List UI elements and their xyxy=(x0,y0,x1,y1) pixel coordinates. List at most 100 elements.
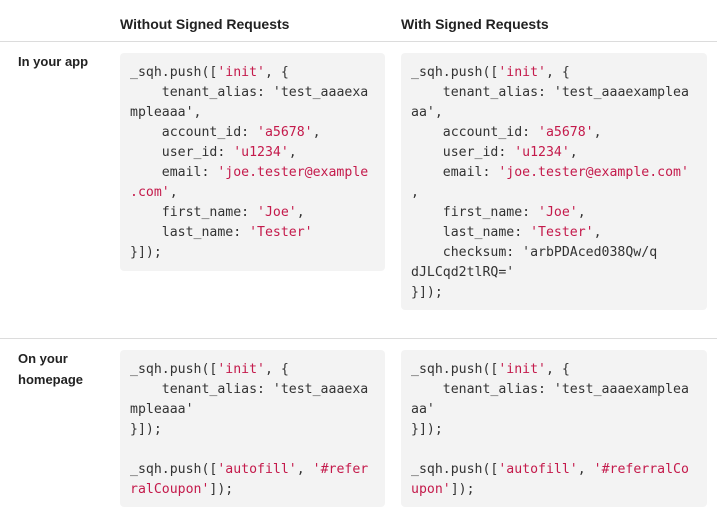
code-string-token: 'init' xyxy=(498,362,546,377)
code-line xyxy=(411,440,697,460)
code-line: upon']); xyxy=(411,480,697,500)
code-token: last_name: xyxy=(411,225,531,240)
code-token: ]); xyxy=(209,482,234,497)
code-line: }]); xyxy=(130,420,375,440)
code-token: first_name: xyxy=(411,205,539,220)
code-token: email: xyxy=(130,165,218,180)
code-token: first_name: xyxy=(130,205,258,220)
code-string-token: 'Joe' xyxy=(538,205,578,220)
code-token: , xyxy=(288,145,297,160)
code-token: }]); xyxy=(130,422,162,437)
code-block-app-with-signed: _sqh.push(['init', { tenant_alias: 'test… xyxy=(401,53,707,310)
code-token: }]); xyxy=(411,285,443,300)
code-string-token: 'init' xyxy=(217,362,265,377)
code-line: tenant_alias: 'test_aaaexamplea xyxy=(411,83,697,103)
code-line: ralCoupon']); xyxy=(130,480,375,500)
code-line: aa', xyxy=(411,103,697,123)
code-string-token: .com' xyxy=(130,185,170,200)
code-string-token: 'Tester' xyxy=(249,225,313,240)
code-string-token: ralCoupon' xyxy=(130,482,210,497)
code-token: , xyxy=(577,205,586,220)
code-token: dJLCqd2tlRQ=' xyxy=(411,265,515,280)
code-string-token: 'u1234' xyxy=(233,145,289,160)
code-line: last_name: 'Tester' xyxy=(130,223,375,243)
code-line: _sqh.push(['init', { xyxy=(130,360,375,380)
code-token: _sqh.push([ xyxy=(411,462,499,477)
code-token: , xyxy=(312,125,321,140)
code-token: , { xyxy=(545,65,570,80)
code-string-token: 'autofill' xyxy=(217,462,297,477)
code-line: }]); xyxy=(411,420,697,440)
code-token: }]); xyxy=(411,422,443,437)
code-string-token: 'joe.tester@example xyxy=(217,165,369,180)
code-token: user_id: xyxy=(411,145,515,160)
code-token: _sqh.push([ xyxy=(130,462,218,477)
code-line: _sqh.push(['init', { xyxy=(411,63,697,83)
code-token: , xyxy=(411,185,419,200)
code-line: account_id: 'a5678', xyxy=(130,123,375,143)
code-token: tenant_alias: xyxy=(130,382,273,397)
code-token: aa' xyxy=(411,402,435,417)
code-token: aa' xyxy=(411,105,435,120)
code-string-token: 'joe.tester@example.com' xyxy=(498,165,689,180)
code-token: 'arbPDAced038Qw/q xyxy=(522,245,658,260)
code-token: , xyxy=(296,462,313,477)
code-token: , xyxy=(169,185,178,200)
code-string-token: 'a5678' xyxy=(257,125,313,140)
code-string-token: upon' xyxy=(411,482,451,497)
code-line: tenant_alias: 'test_aaaexa xyxy=(130,380,375,400)
code-token: , xyxy=(296,205,305,220)
code-token: , xyxy=(577,462,594,477)
code-string-token: 'Tester' xyxy=(530,225,594,240)
code-string-token: 'a5678' xyxy=(538,125,594,140)
code-token: _sqh.push([ xyxy=(411,65,499,80)
code-string-token: '#referralCo xyxy=(593,462,689,477)
code-string-token: 'Joe' xyxy=(257,205,297,220)
code-token: user_id: xyxy=(130,145,234,160)
code-token: email: xyxy=(411,165,499,180)
code-line: _sqh.push(['autofill', '#referralCo xyxy=(411,460,697,480)
code-token: , xyxy=(434,105,443,120)
code-token: _sqh.push([ xyxy=(411,362,499,377)
code-line: _sqh.push(['init', { xyxy=(130,63,375,83)
column-header-without-signed-requests: Without Signed Requests xyxy=(120,16,290,32)
code-line: }]); xyxy=(130,243,375,263)
code-string-token: 'u1234' xyxy=(514,145,570,160)
code-line: mpleaaa' xyxy=(130,400,375,420)
code-token: , { xyxy=(545,362,570,377)
code-line: tenant_alias: 'test_aaaexamplea xyxy=(411,380,697,400)
header-divider xyxy=(0,41,717,42)
code-string-token: 'init' xyxy=(217,65,265,80)
code-line: first_name: 'Joe', xyxy=(130,203,375,223)
code-token: , xyxy=(593,125,602,140)
code-line: last_name: 'Tester', xyxy=(411,223,697,243)
code-line: account_id: 'a5678', xyxy=(411,123,697,143)
code-token: account_id: xyxy=(130,125,258,140)
code-line: aa' xyxy=(411,400,697,420)
row-divider xyxy=(0,338,717,339)
code-token: mpleaaa' xyxy=(130,402,194,417)
code-token: 'test_aaaexamplea xyxy=(553,85,689,100)
code-token: mpleaaa' xyxy=(130,105,194,120)
code-token: last_name: xyxy=(130,225,250,240)
code-token: , xyxy=(593,225,602,240)
code-line xyxy=(130,440,375,460)
code-token: _sqh.push([ xyxy=(130,65,218,80)
code-line: checksum: 'arbPDAced038Qw/q xyxy=(411,243,697,263)
code-token: }]); xyxy=(130,245,162,260)
code-line: user_id: 'u1234', xyxy=(411,143,697,163)
code-string-token: 'autofill' xyxy=(498,462,578,477)
code-line: mpleaaa', xyxy=(130,103,375,123)
code-block-app-without-signed: _sqh.push(['init', { tenant_alias: 'test… xyxy=(120,53,385,271)
code-block-homepage-without-signed: _sqh.push(['init', { tenant_alias: 'test… xyxy=(120,350,385,507)
code-token: checksum: xyxy=(411,245,523,260)
code-token: tenant_alias: xyxy=(130,85,273,100)
code-string-token: 'init' xyxy=(498,65,546,80)
code-token: _sqh.push([ xyxy=(130,362,218,377)
row-label-in-your-app: In your app xyxy=(18,54,89,69)
code-token: tenant_alias: xyxy=(411,382,554,397)
code-string-token: '#refer xyxy=(312,462,369,477)
row-label-on-your-homepage: On your homepage xyxy=(18,351,84,387)
code-token: tenant_alias: xyxy=(411,85,554,100)
code-line: email: 'joe.tester@example xyxy=(130,163,375,183)
